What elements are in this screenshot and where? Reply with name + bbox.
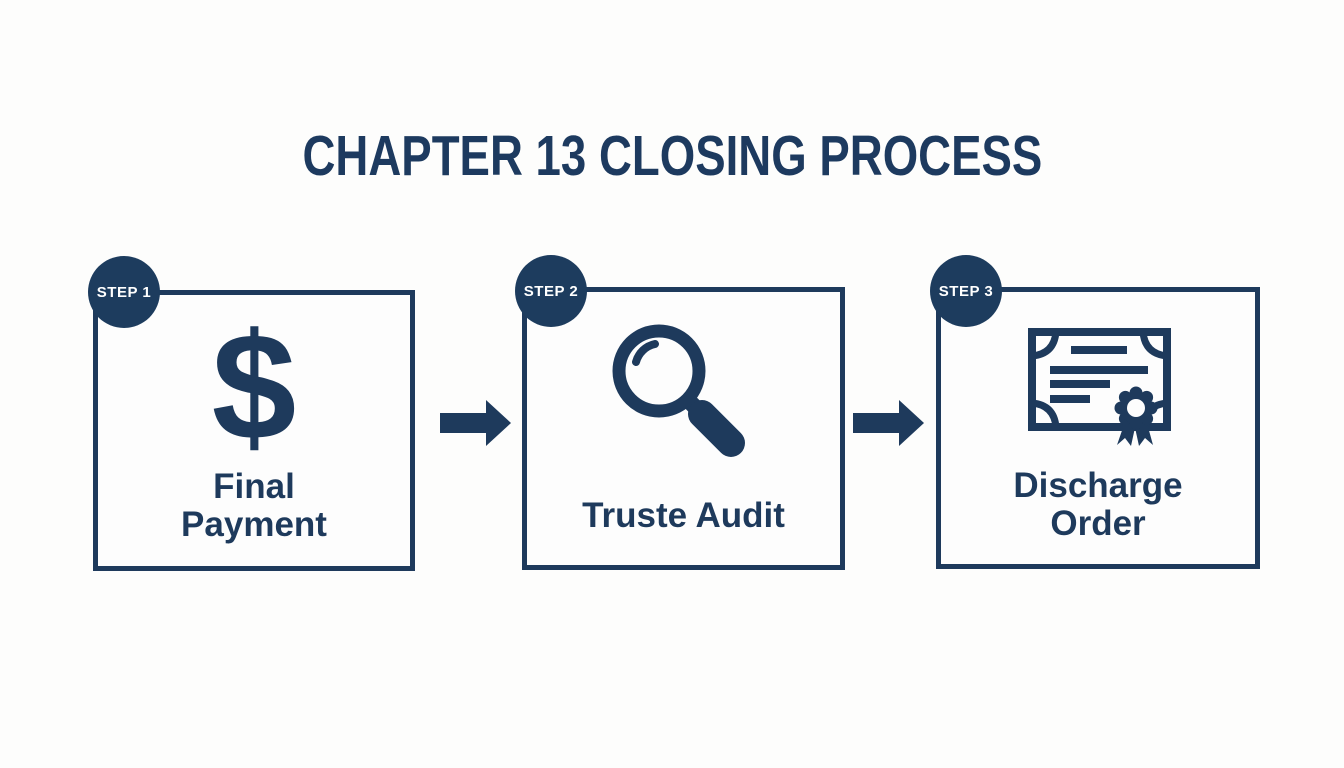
step-badge-3-label: STEP 3: [938, 282, 994, 300]
step-badge-3: STEP 3: [930, 255, 1002, 327]
magnifier-icon: [612, 324, 745, 457]
right-arrow-icon: [853, 400, 924, 446]
title-bar: CHAPTER 13 CLOSING PROCESS: [0, 128, 1344, 185]
right-arrow-icon: [440, 400, 511, 446]
step-badge-1-label: STEP 1: [96, 283, 152, 301]
step-label-trustee-audit: Truste Audit: [582, 496, 785, 535]
step-box-trustee-audit: Truste Audit: [522, 287, 845, 570]
step-badge-2-label: STEP 2: [523, 282, 579, 300]
page-title: CHAPTER 13 CLOSING PROCESS: [302, 124, 1042, 188]
dollar-sign-icon: $: [98, 307, 410, 467]
step-box-final-payment: $ Final Payment: [93, 290, 415, 571]
dollar-glyph: $: [211, 302, 297, 472]
step-badge-2: STEP 2: [515, 255, 587, 327]
step-box-discharge-order: Discharge Order: [936, 287, 1260, 569]
step-badge-1: STEP 1: [88, 256, 160, 328]
step-label-final-payment: Final Payment: [181, 467, 327, 544]
certificate-icon: [1028, 328, 1171, 446]
step-label-discharge-order: Discharge Order: [1013, 466, 1183, 543]
